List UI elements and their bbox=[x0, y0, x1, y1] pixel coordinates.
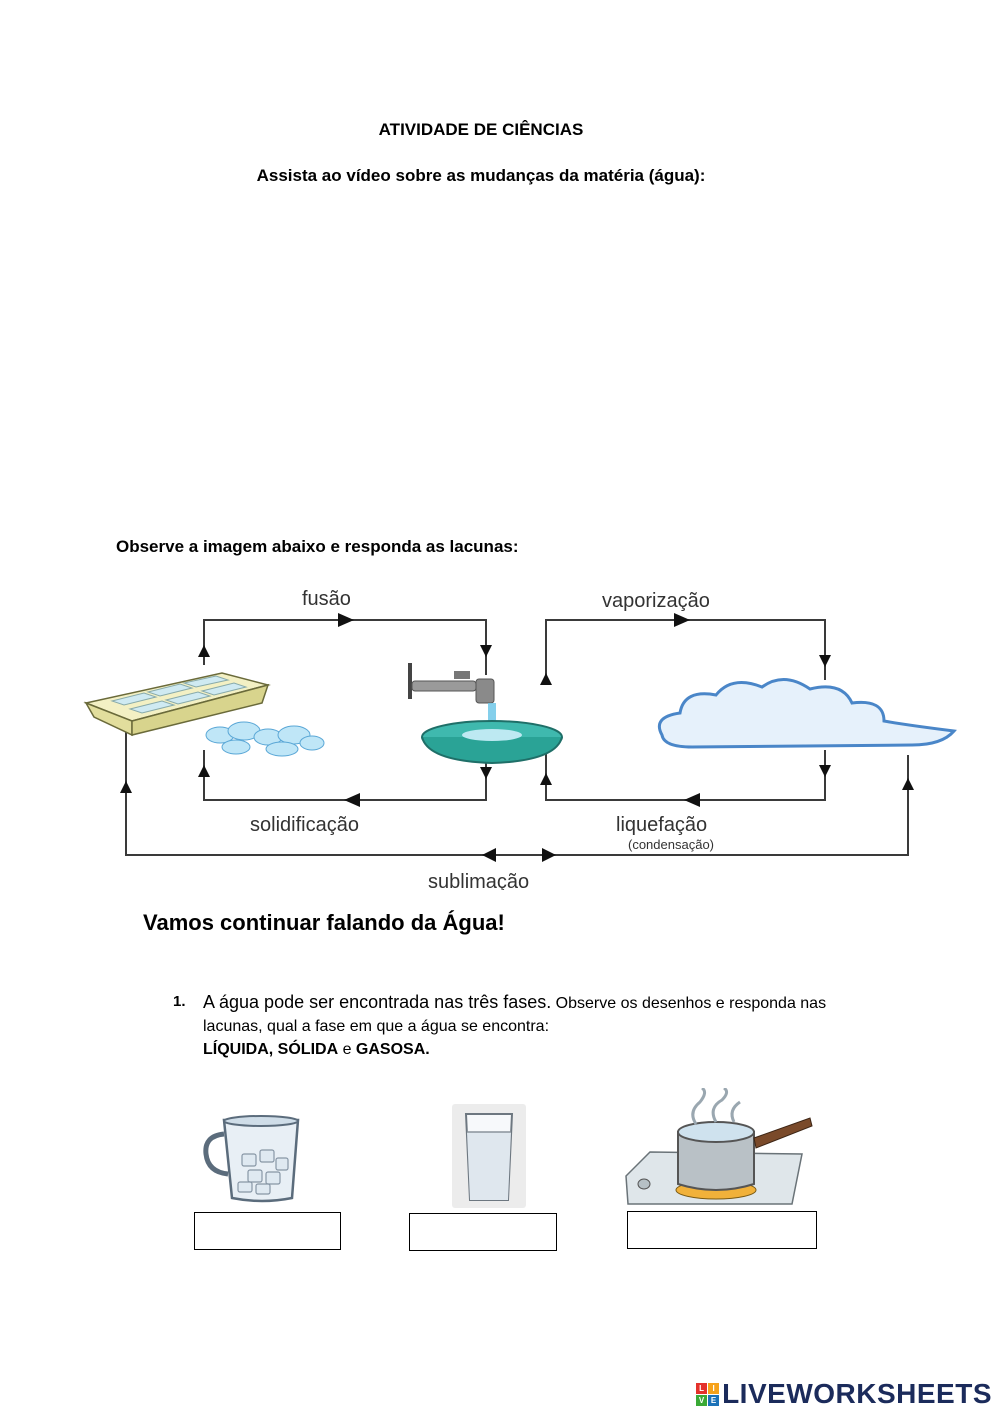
answer-field-ice[interactable] bbox=[194, 1212, 341, 1250]
label-sublimation: sublimação bbox=[428, 871, 529, 890]
label-condensation: (condensação) bbox=[628, 837, 714, 852]
page-title: ATIVIDADE DE CIÊNCIAS bbox=[378, 120, 584, 139]
water-phase-diagram: fusão vaporização solidificação liquefaç… bbox=[83, 588, 957, 890]
label-vaporization: vaporização bbox=[602, 590, 710, 612]
option-gas: GASOSA. bbox=[355, 1041, 430, 1058]
answer-field-glass[interactable] bbox=[409, 1213, 557, 1251]
label-fusion: fusão bbox=[302, 588, 351, 610]
liveworksheets-badge-icon: L I V E bbox=[696, 1382, 720, 1406]
question-rest: Observe os desenhos e responda nas lacun… bbox=[203, 995, 827, 1035]
ice-tray-icon bbox=[83, 672, 325, 757]
diagram-instruction: Observe a imagem abaixo e responda as la… bbox=[116, 537, 519, 556]
cloud-icon bbox=[657, 678, 957, 749]
question-lead: A água pode ser encontrada nas três fase… bbox=[203, 992, 552, 1012]
label-liquefaction: liquefação bbox=[616, 814, 707, 836]
page-subtitle: Assista ao vídeo sobre as mudanças da ma… bbox=[256, 166, 706, 185]
water-glass-icon bbox=[452, 1104, 526, 1208]
option-connector: e bbox=[338, 1041, 356, 1058]
question-number: 1. bbox=[173, 993, 186, 1010]
question-text: A água pode ser encontrada nas três fase… bbox=[203, 991, 843, 1061]
faucet-basin-icon bbox=[408, 663, 563, 765]
option-solid: SÓLIDA bbox=[277, 1041, 339, 1058]
label-solidification: solidificação bbox=[250, 814, 359, 836]
liveworksheets-wordmark: LIVEWORKSHEETS bbox=[722, 1378, 992, 1409]
boiling-pot-icon bbox=[625, 1088, 813, 1205]
answer-field-pot[interactable] bbox=[627, 1211, 817, 1249]
section-title: Vamos continuar falando da Água! bbox=[143, 910, 505, 935]
ice-jar-icon bbox=[203, 1115, 300, 1203]
liveworksheets-logo: L I V E LIVEWORKSHEETS bbox=[696, 1378, 992, 1410]
option-liquid: LÍQUIDA, bbox=[203, 1041, 274, 1058]
